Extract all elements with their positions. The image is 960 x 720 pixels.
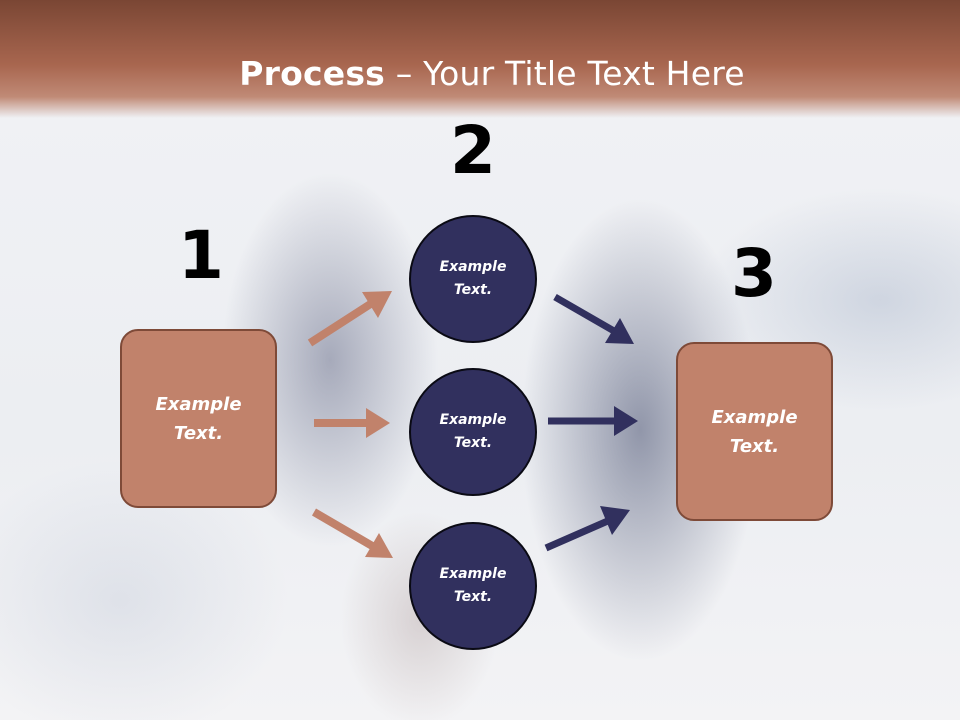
step-2-circle-bottom: Example Text. <box>409 522 537 650</box>
slide-title: Process – Your Title Text Here <box>0 54 960 93</box>
step-1-box: Example Text. <box>120 329 277 508</box>
arrow-1-to-middle <box>314 408 390 438</box>
step-1-text: Example Text. <box>155 393 242 444</box>
circle-middle-text: Example Text. <box>439 412 507 451</box>
title-bold: Process <box>239 54 386 93</box>
arrow-bottom-to-3 <box>544 506 630 552</box>
step-number-3: 3 <box>731 235 777 312</box>
step-2-circle-top: Example Text. <box>409 215 537 343</box>
step-number-1: 1 <box>178 217 224 294</box>
step-3-text: Example Text. <box>711 406 798 457</box>
step-number-2: 2 <box>450 112 496 189</box>
arrow-1-to-bottom <box>311 508 393 558</box>
circle-bottom-text: Example Text. <box>439 566 507 605</box>
title-banner <box>0 0 960 118</box>
title-rest: – Your Title Text Here <box>385 54 745 93</box>
arrow-1-to-top <box>307 291 392 347</box>
step-2-circle-middle: Example Text. <box>409 368 537 496</box>
arrow-middle-to-3 <box>548 406 638 436</box>
step-3-box: Example Text. <box>676 342 833 521</box>
arrow-top-to-3 <box>553 293 634 344</box>
circle-top-text: Example Text. <box>439 259 507 298</box>
